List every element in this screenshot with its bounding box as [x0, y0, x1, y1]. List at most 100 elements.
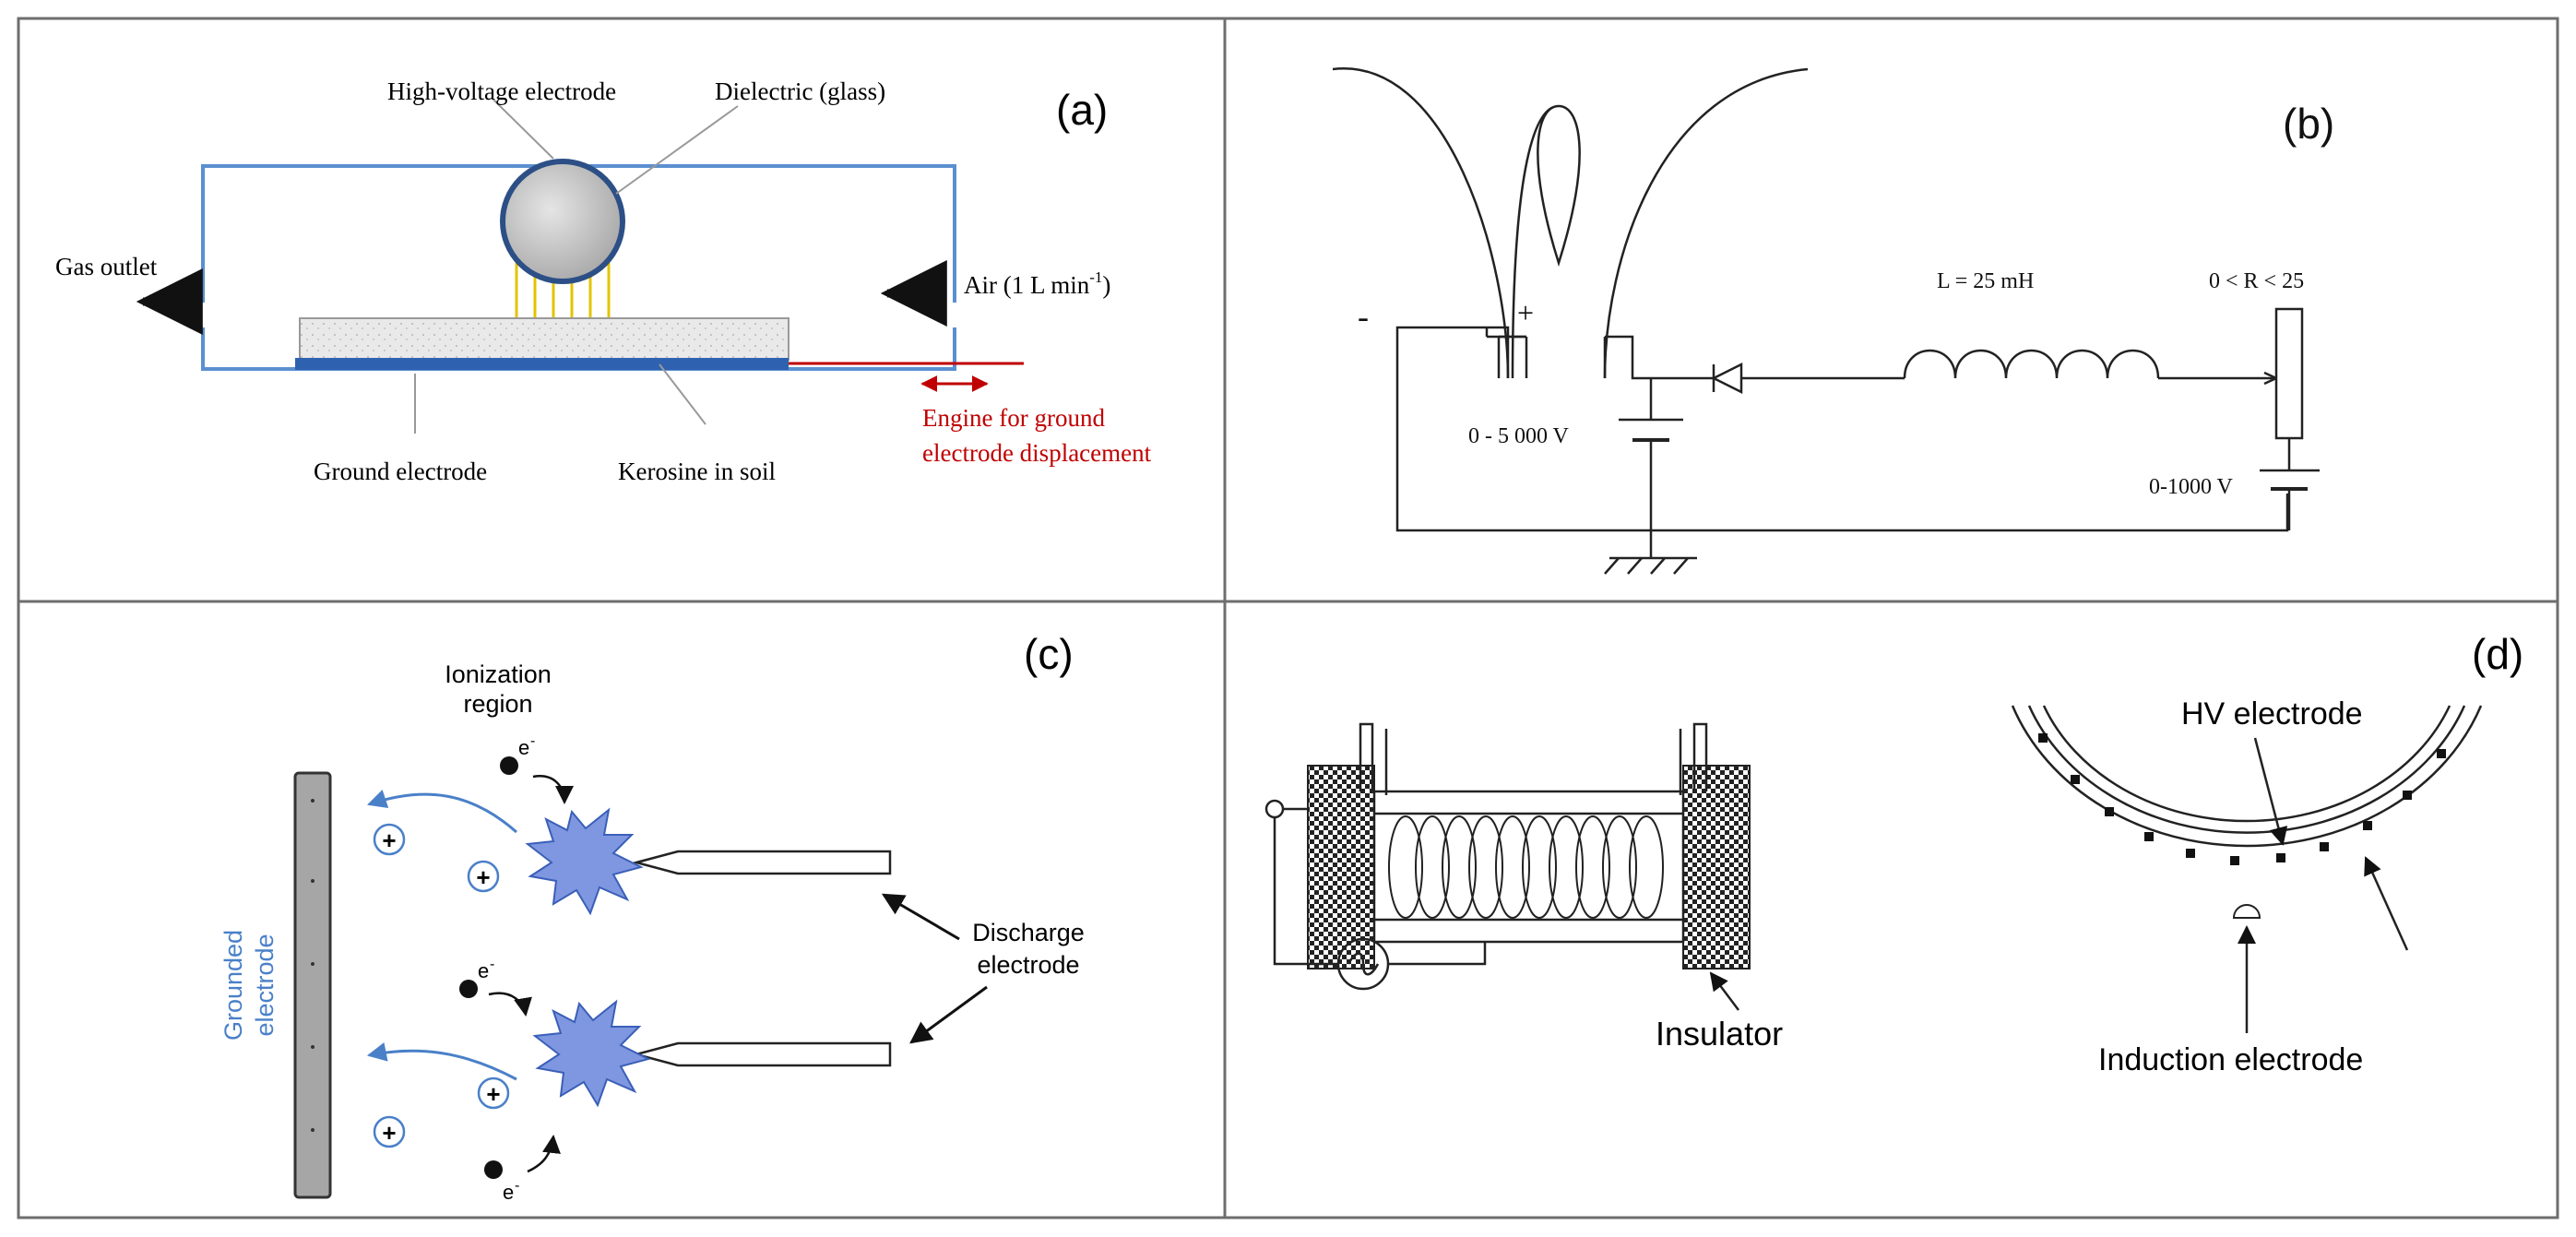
svg-text:-: - — [490, 957, 494, 972]
positive-ion-4: + — [373, 1115, 406, 1148]
variable-resistor — [2274, 307, 2304, 440]
insulator-callout — [1709, 971, 1739, 1011]
panel-c-tag: (c) — [1024, 630, 1074, 678]
discharge-label-line1: Discharge — [972, 919, 1085, 946]
coil-reactor-body — [1359, 722, 1708, 944]
kerosine-label: Kerosine in soil — [618, 458, 776, 485]
curved-outer-layer — [2011, 705, 2483, 848]
insulator-block-left — [1307, 765, 1375, 969]
curved-electrode — [2011, 705, 2483, 848]
ground-hatch-3 — [1650, 557, 1666, 575]
right-electrode-profile — [1603, 67, 1809, 379]
ground-hatch-2 — [1627, 557, 1643, 575]
ac-source-symbol — [1336, 937, 1390, 991]
panel-d-tag: (d) — [2472, 630, 2523, 678]
source-lead-left — [1273, 817, 1337, 966]
induction-electrode-bump — [2232, 904, 2261, 919]
discharge-electrode-lower — [632, 1041, 892, 1067]
electron-2: e - — [459, 957, 532, 1017]
svg-text:+: + — [486, 1080, 500, 1108]
discharge-callout-lower — [909, 985, 988, 1044]
plus-label: + — [1517, 296, 1534, 329]
ionization-spark-upper — [525, 807, 644, 916]
hv-electrode-strips — [2038, 733, 2446, 865]
source2-label: 0-1000 V — [2149, 475, 2234, 499]
hv-electrode-label-d: HV electrode — [2181, 696, 2363, 731]
right-shoulder-wire — [1605, 335, 1741, 380]
terminal — [1264, 799, 1285, 819]
positive-ion-3: + — [477, 1076, 510, 1110]
ionization-spark-lower — [532, 999, 651, 1108]
ionization-label-line1: Ionization — [445, 660, 552, 688]
source1-label: 0 - 5 000 V — [1468, 424, 1570, 448]
ground-electrode-plate — [295, 358, 789, 370]
hv-electrode-leader — [493, 99, 554, 160]
positive-ion-2: + — [467, 860, 500, 893]
ionization-label-line2: region — [463, 690, 532, 718]
svg-text:+: + — [382, 1119, 396, 1147]
electron-3: e - — [484, 1135, 561, 1204]
discharge-electrode-upper — [632, 850, 892, 875]
diode-triangle — [1711, 362, 1743, 395]
panel-grid — [17, 17, 2559, 1219]
ac-source-circuit — [1264, 799, 1487, 991]
svg-text:e: e — [503, 1181, 514, 1204]
grounded-label-line2: electrode — [251, 934, 279, 1036]
source-lead-right — [1388, 942, 1487, 966]
positive-ion-1: + — [373, 823, 406, 856]
discharge-callout-upper — [881, 893, 960, 941]
center-electrode-profile — [1511, 104, 1581, 379]
ground-electrode-label: Ground electrode — [314, 458, 487, 485]
hv-electrode-ball — [500, 159, 625, 284]
grounded-electrode-bar — [293, 771, 332, 1199]
discharge-label-line2: electrode — [977, 951, 1079, 979]
kerosine-leader — [659, 363, 706, 425]
ion-drift-arrow-upper — [367, 790, 517, 834]
panel-a-tag: (a) — [1056, 86, 1108, 134]
engine-label-line1: Engine for ground — [922, 404, 1105, 432]
coil-loops — [1388, 815, 1664, 919]
left-electrode-profile — [1332, 67, 1510, 379]
port-left — [1359, 722, 1374, 791]
dielectric-leader — [615, 105, 739, 195]
engine-label-line2: electrode displacement — [922, 439, 1152, 467]
electron-1: e - — [500, 733, 574, 804]
svg-text:e: e — [518, 736, 529, 759]
ground-hatch-1 — [1604, 557, 1620, 575]
svg-text:e: e — [478, 959, 489, 982]
panel-d: (d) — [1264, 630, 2523, 1077]
inductor-coil — [1903, 349, 2160, 379]
insulator-block-right — [1682, 765, 1751, 969]
port-right — [1692, 722, 1708, 791]
ground-hatch-4 — [1673, 557, 1689, 575]
hv-electrode-label: High-voltage electrode — [387, 77, 616, 105]
panel-a: (a) High-voltage electrode Dielec — [55, 77, 1152, 485]
reactor-tube — [1372, 790, 1685, 944]
spacer-path — [1485, 337, 1605, 378]
grounded-label-line1: Grounded — [220, 930, 247, 1041]
panel-b: (b) — [1332, 67, 2334, 575]
hv-electrode-callout — [2253, 737, 2288, 846]
panel-b-tag: (b) — [2283, 100, 2334, 148]
outer-layer-callout — [2364, 856, 2409, 951]
curved-middle-layer — [2027, 705, 2466, 834]
minus-label: - — [1358, 298, 1369, 335]
curved-inner-layer — [2042, 705, 2451, 823]
svg-text:+: + — [476, 863, 490, 891]
insulator-label: Insulator — [1656, 1015, 1783, 1053]
svg-text:+: + — [382, 827, 396, 854]
grounded-electrode-dots — [311, 799, 315, 1132]
resistor-label: 0 < R < 25 — [2209, 269, 2304, 293]
svg-text:-: - — [530, 733, 535, 749]
ion-drift-arrow-lower — [366, 1042, 517, 1081]
inductor-label: L = 25 mH — [1937, 269, 2034, 293]
outer-border — [17, 17, 2559, 1219]
air-inlet-label: Air (1 L min-1) — [964, 268, 1110, 299]
svg-text:-: - — [515, 1178, 519, 1194]
sine-wave-icon — [1347, 952, 1380, 976]
induction-electrode-label: Induction electrode — [2098, 1042, 2363, 1077]
dielectric-label: Dielectric (glass) — [715, 77, 885, 105]
kerosine-soil-layer — [299, 317, 789, 361]
